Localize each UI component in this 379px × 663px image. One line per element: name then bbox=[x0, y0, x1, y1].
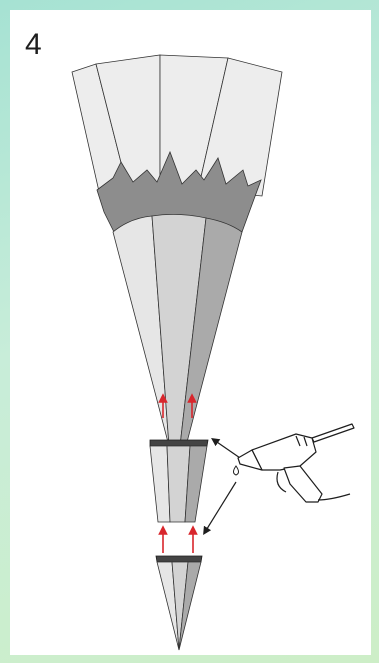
pointer-arrow-icon bbox=[203, 481, 237, 536]
middle-cone-segment bbox=[149, 439, 209, 523]
glue-gun-icon bbox=[237, 423, 355, 503]
pointer-arrow-icon bbox=[211, 437, 244, 461]
cone-panel-right bbox=[179, 217, 243, 447]
tip-right bbox=[178, 561, 202, 651]
step-number: 4 bbox=[25, 28, 42, 61]
paper-cone-top bbox=[71, 54, 283, 447]
bottom-cone-tip bbox=[155, 555, 203, 651]
glue-drop-icon bbox=[233, 465, 239, 476]
middle-segment-right bbox=[184, 445, 208, 523]
middle-segment-left bbox=[149, 445, 171, 523]
